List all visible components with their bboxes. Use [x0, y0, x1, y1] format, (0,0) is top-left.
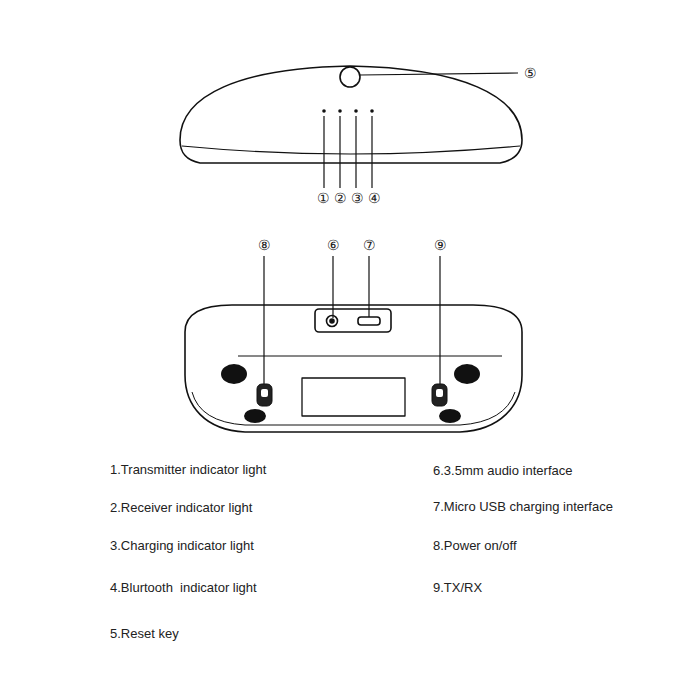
- callout-number: ⑨: [434, 237, 447, 254]
- part-description: 6.3.5mm audio interface: [433, 463, 572, 479]
- callout-number: ⑧: [258, 237, 271, 254]
- slide-switches: [257, 384, 447, 406]
- usb-port: [358, 317, 380, 325]
- part-description: 8.Power on/off: [433, 538, 517, 554]
- label-plate: [302, 378, 405, 416]
- part-description: 3.Charging indicator light: [110, 538, 254, 554]
- callout-number: ④: [368, 190, 381, 207]
- part-description: 7.Micro USB charging interface: [433, 499, 613, 515]
- leader-lines: [264, 73, 518, 388]
- top-housing: [180, 66, 522, 163]
- part-description: 2.Receiver indicator light: [110, 500, 252, 516]
- part-description: 5.Reset key: [110, 626, 179, 642]
- callout-number: ③: [351, 190, 364, 207]
- bottom-edge: [192, 392, 515, 425]
- callout-number: ②: [334, 190, 347, 207]
- part-description: 4.Blurtooth indicator light: [110, 580, 257, 596]
- callout-number: ⑦: [363, 237, 376, 254]
- part-description: 1.Transmitter indicator light: [110, 462, 266, 478]
- rubber-feet: [221, 364, 480, 423]
- bottom-seam: [238, 356, 502, 357]
- part-description: 9.TX/RX: [433, 580, 482, 596]
- port-recess: [315, 309, 391, 332]
- bottom-housing: [185, 305, 522, 432]
- callout-number: ⑥: [327, 237, 340, 254]
- top-seam: [182, 146, 520, 154]
- callout-number: ①: [317, 190, 330, 207]
- indicator-dots: [322, 109, 374, 113]
- reset-key: [340, 67, 360, 87]
- audio-jack: [327, 316, 338, 327]
- callout-number: ⑤: [524, 65, 537, 82]
